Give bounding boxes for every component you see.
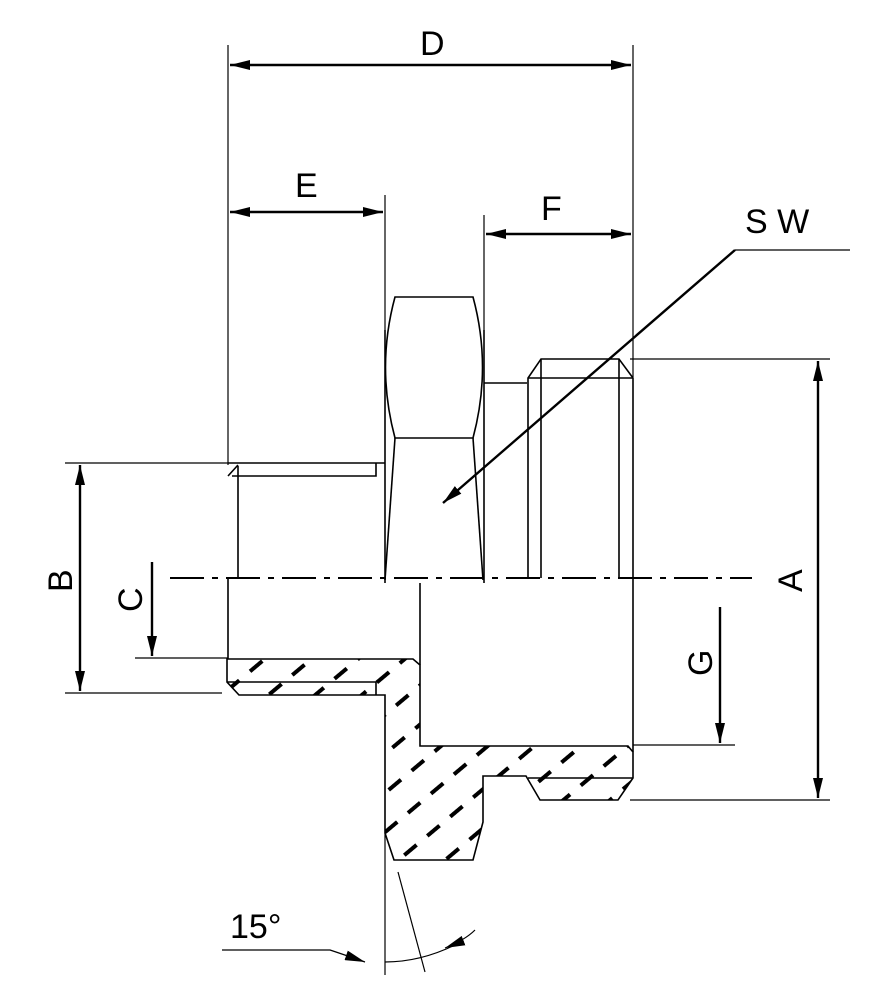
hatched-section	[226, 658, 634, 861]
angle-dimension	[222, 833, 476, 975]
left-thread	[227, 462, 421, 665]
label-B: B	[42, 569, 80, 592]
label-SW: S W	[745, 203, 809, 241]
hex-nut	[384, 296, 485, 583]
label-A: A	[772, 569, 810, 592]
label-E: E	[295, 167, 318, 205]
label-C: C	[112, 587, 150, 612]
label-G: G	[682, 650, 720, 676]
extension-lines	[65, 45, 830, 801]
right-thread	[484, 358, 634, 752]
sw-arrow	[442, 249, 736, 504]
label-F: F	[541, 190, 562, 228]
label-D: D	[420, 25, 445, 63]
dimension-arrows	[75, 60, 850, 798]
label-angle: 15°	[230, 908, 281, 946]
